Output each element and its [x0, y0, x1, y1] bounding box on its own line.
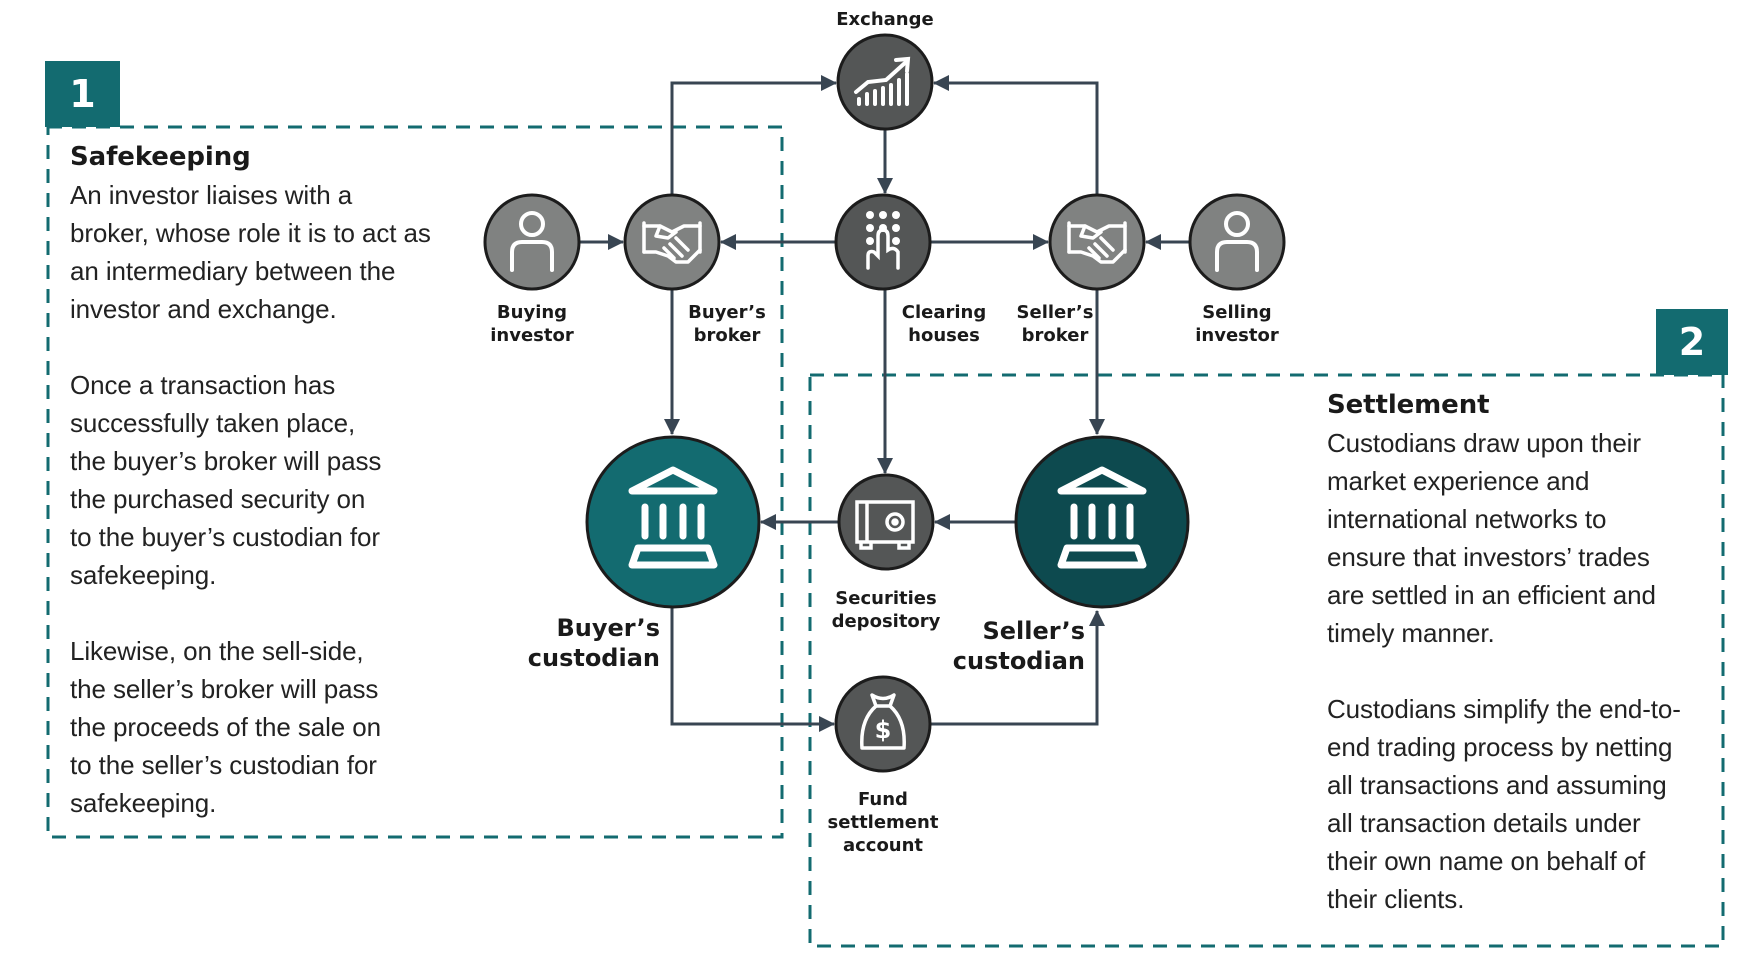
svg-text:$: $ — [875, 716, 892, 744]
settlement-text: Settlement Custodians draw upon their ma… — [1327, 386, 1717, 918]
node-clearing-houses[interactable] — [834, 193, 932, 291]
safe-icon — [855, 500, 915, 550]
buyers-broker-label: Buyer’s broker — [688, 302, 766, 346]
safekeeping-paragraph-2: Once a transaction has successfully take… — [70, 370, 382, 590]
section-2-badge: 2 — [1656, 309, 1728, 375]
connector-buyers-broker-to-exchange — [670, 75, 837, 195]
settlement-title: Settlement — [1327, 390, 1490, 420]
securities-depository-label: Securities depository — [831, 588, 941, 632]
safekeeping-text: Safekeeping An investor liaises with a b… — [70, 138, 470, 822]
settlement-paragraph-1: Custodians draw upon their market experi… — [1327, 428, 1656, 648]
handshake-icon — [642, 221, 702, 264]
node-securities-depository[interactable] — [837, 473, 935, 571]
person-icon — [510, 211, 554, 272]
safekeeping-box — [46, 125, 784, 839]
sellers-broker-label: Seller’s broker — [1016, 302, 1094, 346]
node-selling-investor[interactable] — [1188, 193, 1286, 291]
node-sellers-broker[interactable] — [1048, 193, 1146, 291]
handshake-icon — [1067, 221, 1127, 264]
fund-settlement-account-label: Fund settlement account — [827, 789, 939, 856]
node-buyers-broker[interactable] — [623, 193, 721, 291]
node-exchange[interactable] — [836, 33, 934, 131]
node-buyers-custodian[interactable] — [585, 435, 761, 609]
bank-icon — [628, 466, 718, 569]
node-buying-investor[interactable] — [483, 193, 581, 291]
section-1-badge: 1 — [45, 61, 120, 127]
settlement-box — [808, 373, 1725, 948]
settlement-paragraph-2: Custodians simplify the end-to- end trad… — [1327, 694, 1681, 914]
exchange-label: Exchange — [836, 9, 934, 30]
clearing-houses-label: Clearing houses — [901, 302, 987, 346]
bank-icon — [1057, 466, 1147, 569]
sellers-custodian-label: Seller’s custodian — [952, 617, 1085, 675]
buyers-custodian-label: Buyer’s custodian — [527, 614, 660, 672]
safekeeping-title: Safekeeping — [70, 142, 251, 172]
connector-buyers-custodian-to-fund — [670, 608, 835, 732]
growth-chart-icon — [854, 56, 911, 106]
keypad-touch-icon — [866, 211, 900, 270]
selling-investor-label: Selling investor — [1195, 302, 1279, 346]
node-sellers-custodian[interactable] — [1014, 435, 1190, 609]
connector-sellers-broker-to-exchange — [933, 75, 1099, 195]
buying-investor-label: Buying investor — [490, 302, 574, 346]
connector-fund-to-sellers-custodian — [930, 610, 1105, 726]
money-bag-icon: $ — [860, 693, 906, 750]
person-icon — [1215, 211, 1259, 272]
safekeeping-paragraph-1: An investor liaises with a broker, whose… — [70, 180, 431, 324]
node-fund-settlement-account[interactable]: $ — [834, 675, 932, 773]
safekeeping-paragraph-3: Likewise, on the sell-side, the seller’s… — [70, 636, 381, 818]
